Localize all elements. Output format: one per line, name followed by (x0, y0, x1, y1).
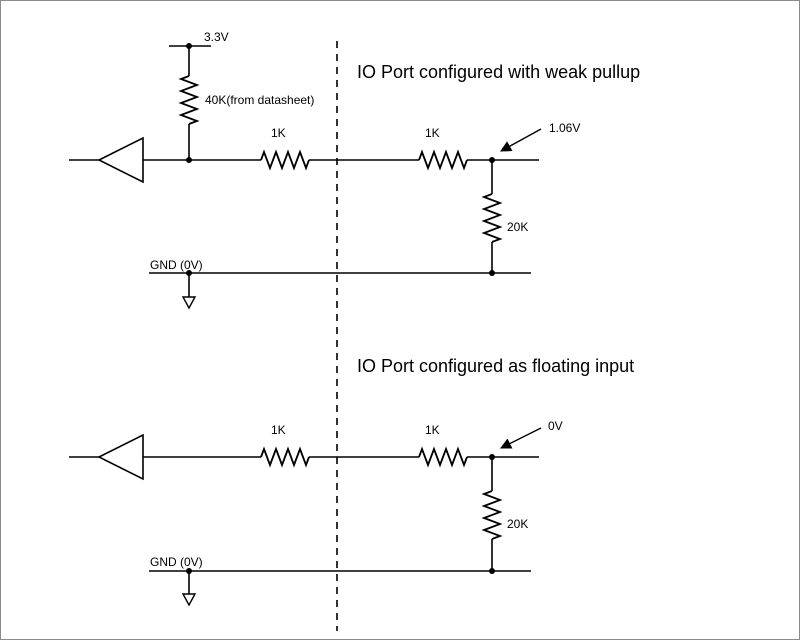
bottom-probe-label: 0V (548, 419, 563, 433)
bottom-resistor-1k-right (418, 446, 468, 468)
top-resistor-20k (481, 193, 503, 243)
top-title: IO Port configured with weak pullup (357, 62, 640, 82)
bottom-r2-label: 1K (425, 423, 440, 437)
bottom-ground-icon (181, 593, 197, 607)
bottom-resistor-1k-left (260, 446, 310, 468)
bottom-title: IO Port configured as floating input (357, 356, 634, 376)
bottom-r1-label: 1K (271, 423, 286, 437)
bottom-gnd-label: GND (0V) (150, 555, 203, 569)
top-pullup-junction (186, 157, 192, 163)
top-resistor-1k-right (418, 149, 468, 171)
top-pullup-resistor (178, 75, 200, 125)
bottom-circuit: IO Port configured as floating input 1K … (69, 356, 634, 607)
top-circuit: IO Port configured with weak pullup 3.3V… (69, 30, 640, 310)
top-r1-label: 1K (271, 126, 286, 140)
bottom-buffer-symbol (97, 433, 144, 481)
top-resistor-1k-left (260, 149, 310, 171)
top-gnd-label: GND (0V) (150, 258, 203, 272)
bottom-r3-label: 20K (507, 517, 528, 531)
top-supply-label: 3.3V (204, 30, 229, 44)
bottom-resistor-20k (481, 490, 503, 540)
top-probe-label: 1.06V (549, 121, 580, 135)
top-buffer-symbol (97, 136, 144, 184)
top-r3-label: 20K (507, 220, 528, 234)
top-ground-icon (181, 296, 197, 310)
top-pullup-label: 40K(from datasheet) (205, 93, 314, 107)
top-probe-arrow-icon (500, 128, 542, 152)
bottom-probe-arrow-icon (499, 427, 542, 449)
top-r2-label: 1K (425, 126, 440, 140)
